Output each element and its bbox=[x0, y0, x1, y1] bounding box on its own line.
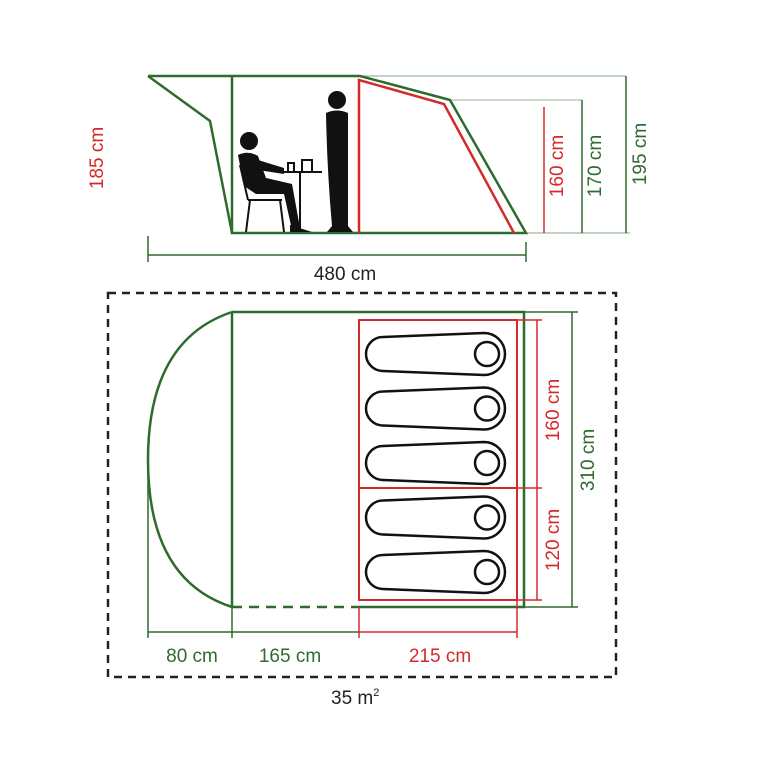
side-height-inner-label: 160 cm bbox=[547, 135, 568, 197]
side-outline bbox=[147, 74, 529, 235]
side-inner-tent bbox=[357, 78, 516, 234]
sleeping-bags bbox=[364, 331, 507, 595]
top-view: 310 cm 160 cm 120 cm 80 cm 165 cm 215 cm… bbox=[106, 291, 618, 709]
top-width-total-label: 310 cm bbox=[578, 429, 599, 491]
sleeping-bag-icon bbox=[364, 549, 507, 595]
sleeping-bag-icon bbox=[364, 440, 507, 486]
sleeping-bag-icon bbox=[364, 495, 507, 540]
living-outline bbox=[230, 310, 526, 609]
side-height-mid-label: 170 cm bbox=[585, 135, 606, 197]
side-height-left-label: 185 cm bbox=[87, 127, 108, 189]
sleeping-bag-icon bbox=[364, 386, 507, 431]
seated-person-icon bbox=[238, 132, 312, 232]
sleeping-area-lower bbox=[358, 487, 518, 601]
side-view: 185 cm 160 cm 170 cm 195 cm 480 cm bbox=[87, 74, 651, 285]
sleeping-bag-icon bbox=[364, 331, 507, 377]
chair-icon bbox=[239, 164, 285, 233]
top-depth-porch-label: 80 cm bbox=[166, 646, 218, 667]
footprint-outline bbox=[106, 291, 618, 679]
side-height-total-label: 195 cm bbox=[630, 123, 651, 185]
top-width-lower-label: 120 cm bbox=[543, 509, 564, 571]
table-icon bbox=[278, 159, 322, 232]
side-length-label: 480 cm bbox=[314, 264, 376, 285]
top-depth-living-label: 165 cm bbox=[259, 646, 321, 667]
top-width-upper-label: 160 cm bbox=[543, 379, 564, 441]
porch-outline bbox=[146, 310, 233, 609]
top-depth-sleeping-label: 215 cm bbox=[409, 646, 471, 667]
standing-person-icon bbox=[326, 91, 353, 232]
area-label: 35 m2 bbox=[331, 687, 379, 709]
area-number: 35 m bbox=[331, 688, 373, 709]
area-exponent: 2 bbox=[373, 687, 379, 699]
